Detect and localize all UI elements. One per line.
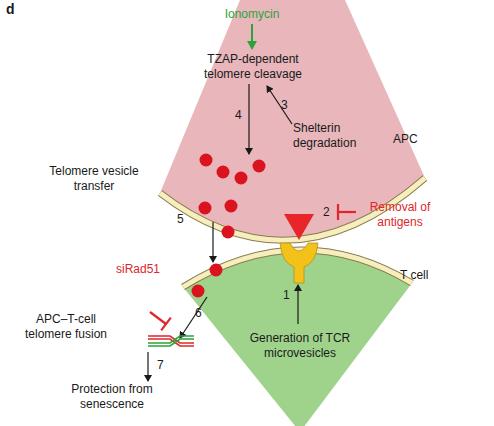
callout-number: 6: [195, 306, 207, 321]
annotation: APC–T-cell telomere fusion: [14, 312, 118, 342]
vesicle: [235, 172, 248, 185]
cell-body: [183, 250, 412, 426]
vesicle: [200, 154, 213, 167]
membrane-edge: [183, 250, 412, 287]
annotation: Protection from senescence: [60, 382, 164, 412]
tcr-receptor: [280, 243, 318, 283]
callout-number: 5: [177, 212, 189, 227]
inhibitor-symbol: [150, 204, 356, 330]
t-cell: T cellGeneration of TCR microvesicles: [180, 245, 442, 426]
telomere-strand: [148, 336, 194, 343]
vesicle: [192, 285, 205, 298]
annotation: Removal of antigens: [358, 200, 442, 230]
step-arrow: [248, 84, 249, 154]
cell-text: Shelterin degradation: [293, 121, 381, 151]
annotation: Ionomycin: [212, 7, 292, 22]
vesicle: [225, 200, 238, 213]
vesicle: [217, 166, 230, 179]
annotation: siRad51: [116, 262, 176, 277]
step-arrow: [212, 222, 213, 262]
vesicle-group: [192, 154, 266, 298]
inhibitor-bar: [161, 318, 171, 331]
cell-text: T cell: [400, 268, 442, 283]
vesicle: [253, 160, 266, 173]
callout-number: 4: [235, 108, 247, 123]
inhibitor-bar: [337, 204, 339, 220]
telomere-strand: [148, 339, 194, 346]
annotation: Telomere vesicle transfer: [42, 164, 146, 194]
cell-text: Generation of TCR microvesicles: [242, 331, 358, 361]
step-arrow: [297, 285, 298, 324]
inhibitor-line: [338, 211, 356, 213]
vesicle: [199, 202, 212, 215]
telomere-strand: [148, 339, 194, 346]
step-arrow: [180, 297, 207, 338]
cell-text: APC: [393, 132, 433, 147]
callout-number: 1: [283, 288, 295, 303]
step-arrow: [147, 352, 148, 381]
telomere-fusion: [148, 336, 194, 346]
vesicle: [222, 226, 235, 239]
step-arrow: [267, 86, 292, 124]
cell-text: TZAP-dependent telomere cleavage: [194, 52, 312, 82]
stimulus-arrow: [251, 24, 253, 48]
callout-number: 2: [323, 205, 335, 220]
inhibitor-line: [150, 312, 166, 324]
callout-number: 3: [281, 98, 293, 113]
callout-number: 7: [157, 358, 169, 373]
telomere-strand: [148, 336, 194, 343]
vesicle: [210, 264, 223, 277]
antigen-triangle: [284, 214, 314, 240]
panel-letter: d: [6, 2, 26, 17]
membrane: [183, 250, 412, 287]
